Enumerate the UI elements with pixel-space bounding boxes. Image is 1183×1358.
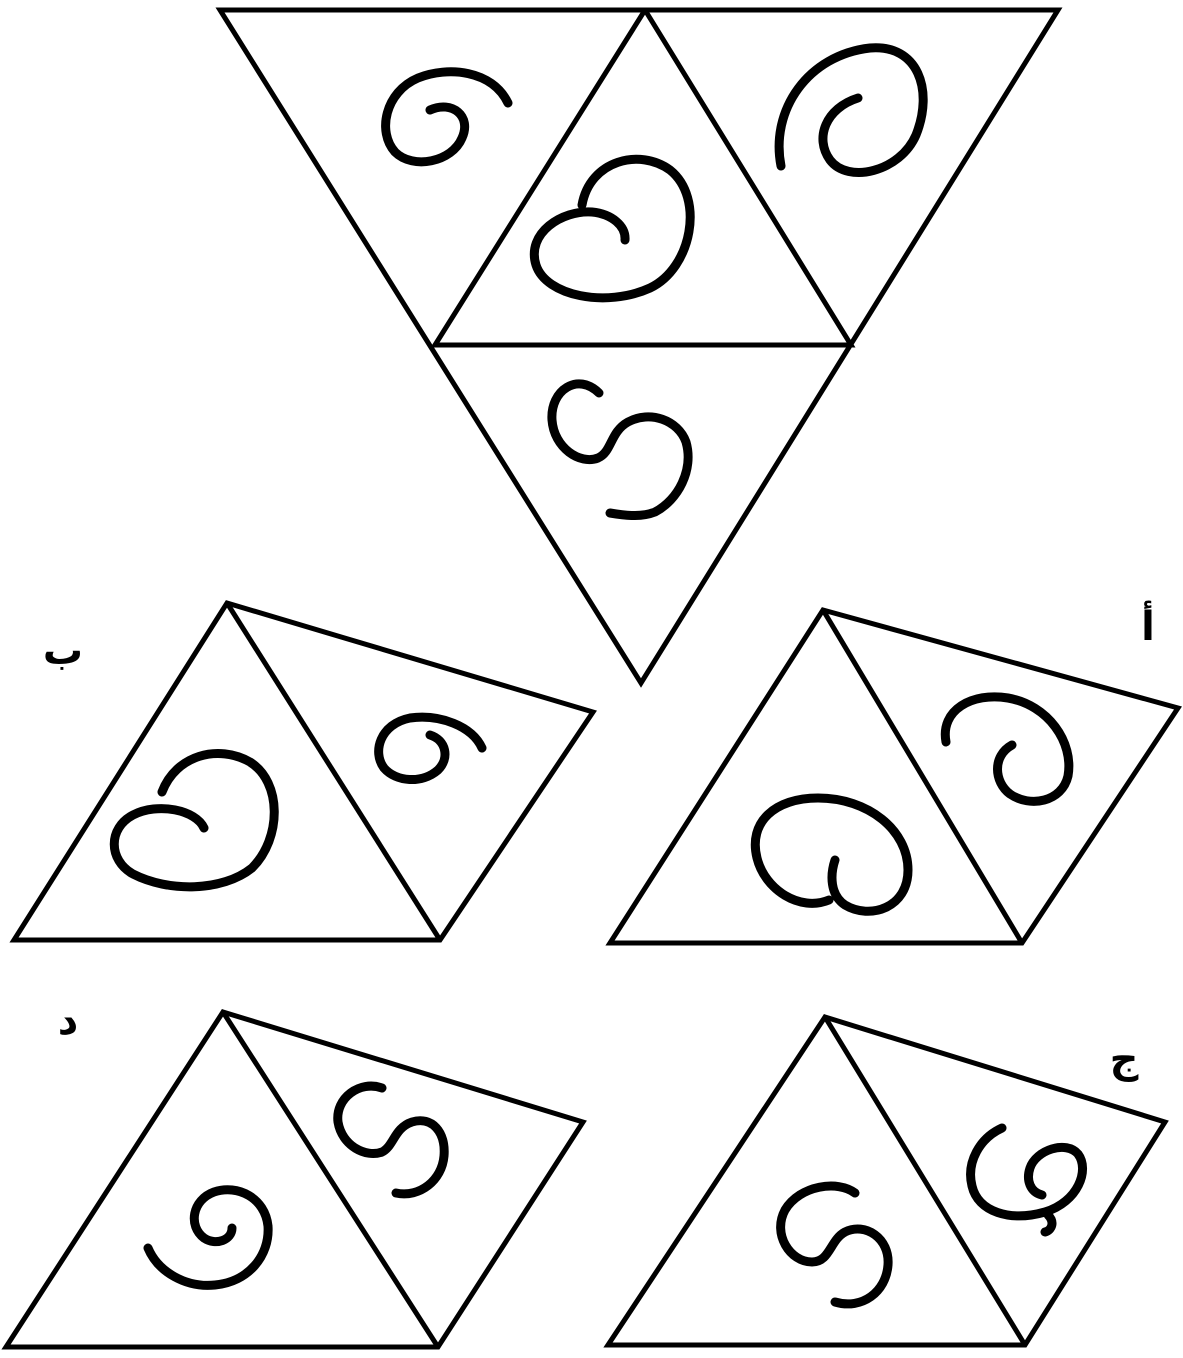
option-label: أ xyxy=(1141,600,1155,650)
swirl-icon xyxy=(386,72,508,162)
swirl-icon xyxy=(779,48,923,173)
option-label: ب xyxy=(43,628,83,674)
swirl-icon xyxy=(534,159,690,298)
option-dal[interactable]: د xyxy=(6,998,583,1347)
option-outline xyxy=(610,610,1178,943)
option-fold-line xyxy=(825,1017,1025,1345)
swirl-icon xyxy=(379,717,482,779)
swirl-icon xyxy=(114,754,274,887)
swirl-icon xyxy=(781,1186,888,1304)
tetrahedron-net xyxy=(220,10,1058,683)
option-label: ج xyxy=(1110,1036,1139,1082)
swirl-icon xyxy=(755,798,908,911)
option-fold-line xyxy=(823,610,1022,943)
option-outline xyxy=(6,1012,583,1347)
option-fold-line xyxy=(223,1012,438,1347)
swirl-icon xyxy=(971,1128,1083,1232)
option-jim[interactable]: ج xyxy=(608,1017,1165,1345)
swirl-icon xyxy=(945,697,1069,801)
swirl-icon xyxy=(338,1086,444,1194)
option-outline xyxy=(14,603,593,940)
option-alif[interactable]: أ xyxy=(610,600,1178,943)
option-label: د xyxy=(58,998,79,1044)
swirl-icon xyxy=(148,1190,268,1286)
swirl-icon xyxy=(552,384,688,516)
option-ba[interactable]: ب xyxy=(14,603,593,940)
